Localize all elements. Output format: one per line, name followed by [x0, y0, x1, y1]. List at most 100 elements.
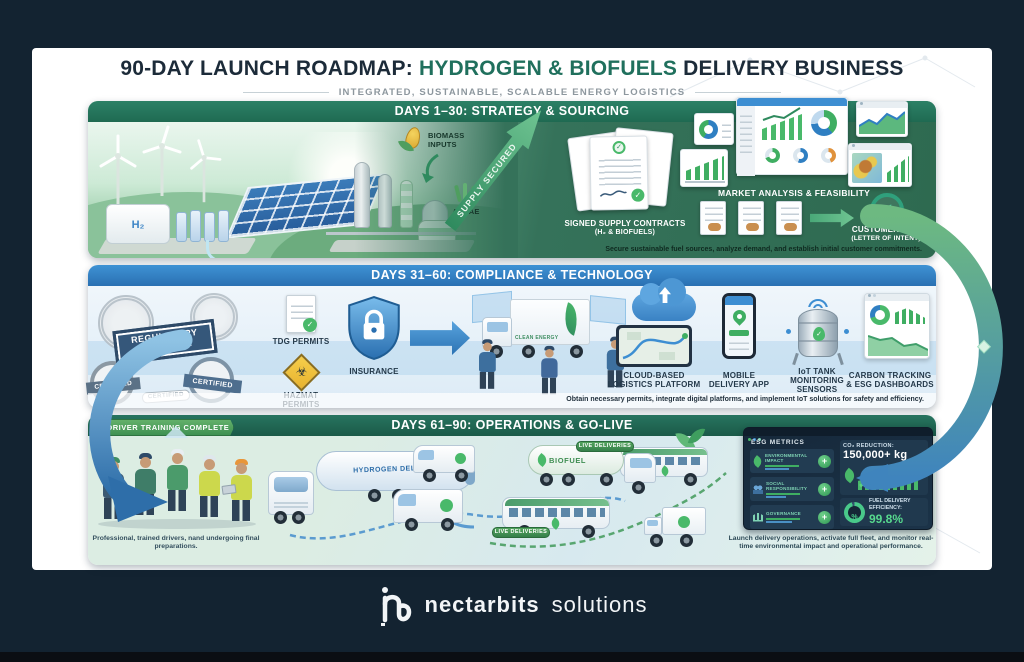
sensor-node: [786, 329, 791, 334]
dashboard-small-donut: [765, 148, 780, 163]
dashboard-small-donut: [793, 148, 808, 163]
tanker-cab: [624, 453, 656, 483]
truck-wheel: [522, 345, 535, 358]
biomass-label: BIOMASS INPUTS: [428, 131, 465, 149]
plus-button-icon: +: [818, 454, 831, 468]
esg-row-bar: [766, 495, 786, 498]
plus-button-icon: +: [818, 510, 831, 524]
brand-footer: nectarbits solutions: [0, 584, 1024, 626]
phase1-footer: Secure sustainable fuel sources, analyze…: [605, 246, 922, 254]
technician-figure: [604, 336, 625, 388]
tank-cylinder: ✓: [798, 309, 838, 357]
bus-leaf-logo: [549, 517, 562, 530]
leaf-icon: [751, 454, 764, 468]
tdg-permits-label: TDG PERMITS: [272, 337, 330, 346]
landscape-fade: [88, 122, 518, 258]
phase3-banner: DAYS 61–90: OPERATIONS & GO-LIVE: [88, 415, 936, 436]
box-truck: [644, 507, 708, 549]
carbon-dashboard-icon: [864, 293, 930, 359]
insurance-shield-icon: [348, 295, 400, 361]
clean-energy-truck-scene: CLEAN ENERGY: [472, 290, 626, 403]
signature-icon: [599, 190, 627, 197]
delivery-van: [393, 489, 467, 535]
truck-wheel: [680, 534, 693, 547]
bottom-strip: [0, 652, 1024, 662]
bar-chart-card: [680, 149, 728, 187]
network-pattern-decoration: [669, 55, 976, 98]
sensor-node: [844, 329, 849, 334]
biomass-arrow-icon: [422, 153, 439, 183]
dashboard-titlebar: [737, 98, 847, 111]
title-prefix: 90-DAY LAUNCH ROADMAP:: [120, 57, 419, 80]
bus-wheel: [582, 525, 595, 538]
cab-window: [630, 458, 652, 468]
area-chart: [859, 111, 905, 134]
market-analysis-label: MARKET ANALYSIS & FEASIBILITY: [717, 188, 871, 198]
iot-sensors-label: IoT TANK MONITORING SENSORS: [790, 367, 844, 395]
van-window: [418, 450, 434, 460]
phase3-footer: Launch delivery operations, activate ful…: [728, 535, 934, 551]
delivery-routes: [289, 472, 727, 548]
contract-seal: ✓: [612, 140, 626, 155]
van-window: [398, 494, 416, 506]
bus-leaf-logo: [659, 465, 671, 477]
cloud-platform-label: CLOUD-BASED LOGISTICS PLATFORM: [607, 371, 701, 390]
contract-page-front: ✓ ✓: [589, 135, 649, 211]
bus-roof-band: [505, 499, 609, 506]
driver-figure: [196, 455, 222, 517]
map-route: [622, 332, 688, 360]
phase2-panel: DAYS 31–60: COMPLIANCE & TECHNOLOGY REGU…: [85, 265, 936, 409]
drivers-caption: Professional, trained drivers, nand unde…: [92, 535, 260, 551]
contracts-sublabel: (H₂ & BIOFUELS): [594, 229, 656, 236]
truck-wheel: [570, 345, 583, 358]
tank-leg: [792, 352, 799, 366]
dashboard-sidebar: [737, 106, 755, 176]
page-subtitle-row: INTEGRATED, SUSTAINABLE, SCALABLE ENERGY…: [32, 87, 992, 98]
phase2-banner: DAYS 31–60: COMPLIANCE & TECHNOLOGY: [88, 265, 936, 286]
live-deliveries-tag: LIVE DELIVERIES: [576, 441, 634, 452]
esg-row-label: ENVIRONMENTAL IMPACT: [765, 452, 808, 464]
contract-text-lines: [598, 158, 642, 186]
loi-document-icon: [700, 201, 726, 235]
van-logo: [455, 453, 466, 464]
mini-donut: [699, 120, 718, 139]
biofuel-truck-label: BIOFUEL: [549, 456, 587, 465]
landscape-illustration: H₂: [88, 122, 518, 258]
holo-screen: [590, 295, 626, 325]
contract-check-badge: ✓: [631, 188, 645, 202]
cab-window: [647, 520, 658, 526]
truck-wheel: [540, 473, 553, 486]
loi-document-icon: [738, 201, 764, 235]
van-wheel: [441, 518, 454, 531]
esg-row-label: SOCIAL RESPONSIBILITY: [766, 480, 808, 492]
loi-document-icon: [776, 201, 802, 235]
fuel-efficiency-value: 99.8%: [869, 511, 904, 526]
co2-label: CO₂ REDUCTION:: [843, 443, 894, 449]
technician-figure: [539, 345, 559, 395]
page-title: 90-DAY LAUNCH ROADMAP: HYDROGEN & BIOFUE…: [32, 57, 992, 81]
connector-arrow-right: [856, 204, 1003, 492]
carbon-donut: [870, 305, 890, 325]
algae-icon: [454, 183, 476, 203]
esg-titlebar: [744, 428, 932, 441]
co2-value: 150,000+ kg: [843, 449, 908, 461]
dashboard-small-donut: [821, 148, 836, 163]
brand-suffix: solutions: [551, 592, 648, 617]
box-truck-cab: [644, 517, 662, 535]
logistics-tablet-icon: [616, 325, 692, 367]
heatmap-bars: [887, 156, 909, 182]
title-suffix: DELIVERY BUSINESS: [677, 57, 904, 80]
fuel-efficiency-label: FUEL DELIVERY EFFICIENCY:: [869, 498, 911, 511]
location-pin-icon: [730, 307, 749, 326]
tanker-cab: [268, 471, 314, 515]
dashboard-donut: [811, 110, 837, 136]
page-subtitle: INTEGRATED, SUSTAINABLE, SCALABLE ENERGY…: [338, 87, 686, 98]
carbon-tracking-label: CARBON TRACKING & ESG DASHBOARDS: [846, 371, 934, 390]
customer-lois-label: CUSTOMER LOIs: [851, 225, 921, 234]
cab-window: [274, 477, 308, 492]
wifi-waves-icon: [804, 295, 832, 309]
dashboard-trend-line: [762, 107, 801, 121]
main-dashboard-card: [736, 97, 848, 176]
subtitle-rule-left: [242, 92, 329, 93]
title-highlight: HYDROGEN & BIOFUELS: [418, 57, 678, 80]
